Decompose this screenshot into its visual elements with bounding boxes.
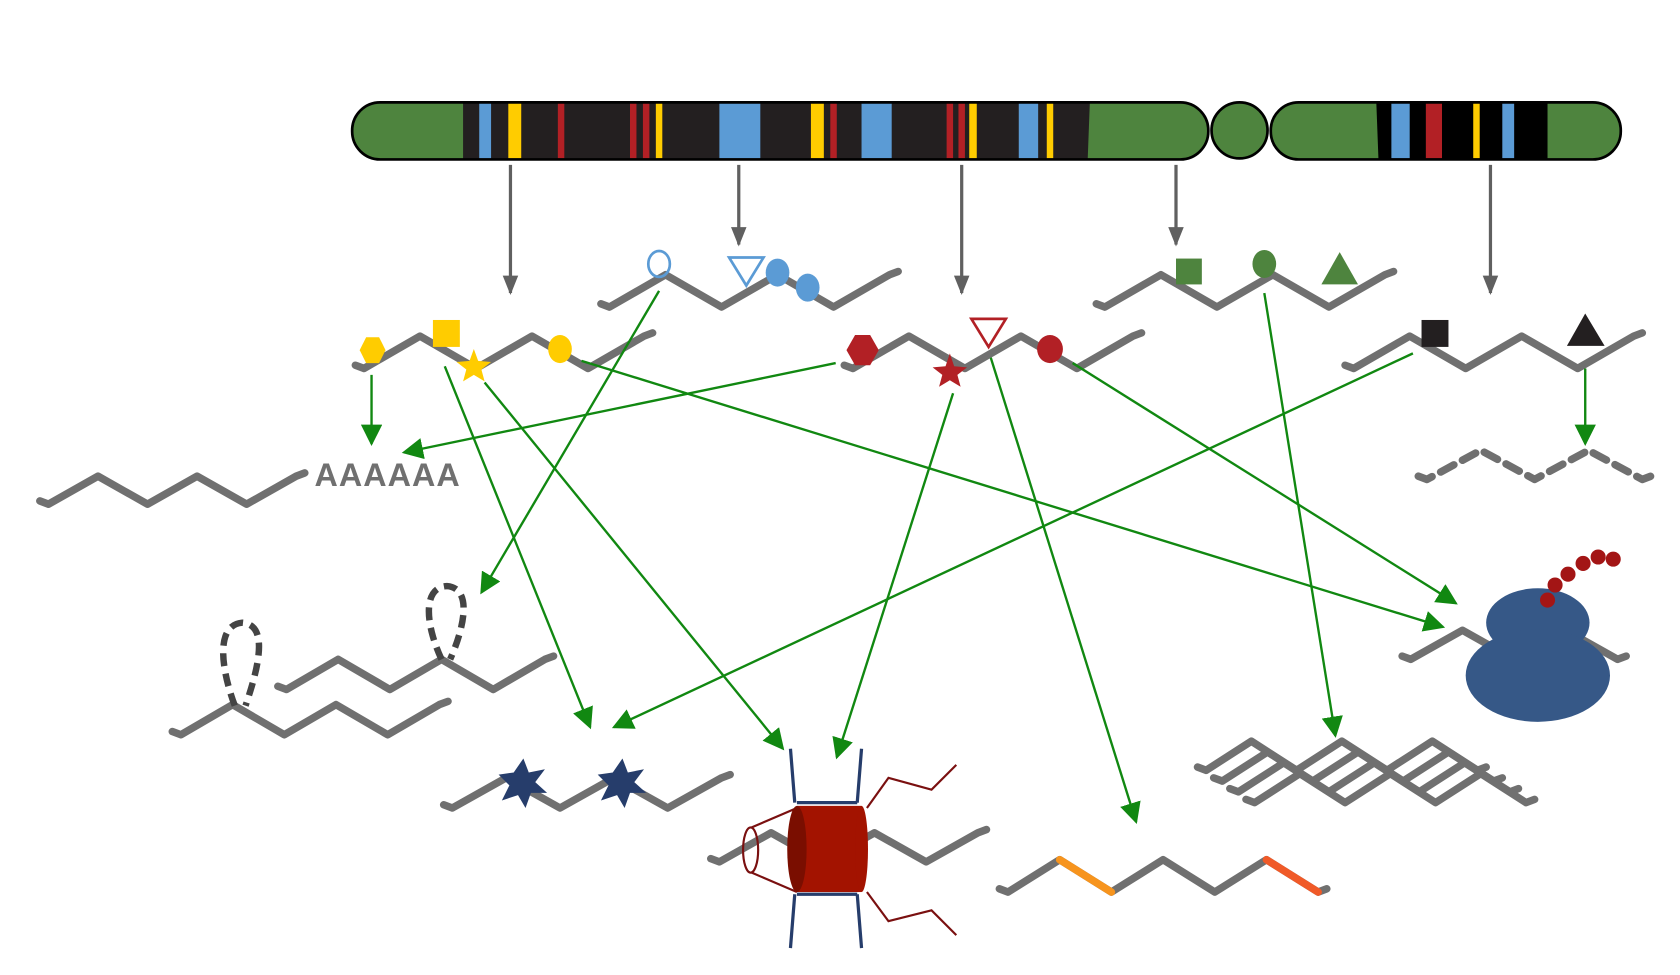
orange-segment xyxy=(1055,855,1116,896)
stem-loops xyxy=(220,582,467,707)
chromosome-band xyxy=(630,103,637,159)
cylinder-body xyxy=(796,805,862,893)
rna-strand xyxy=(168,697,452,739)
red-modifications xyxy=(846,317,1063,387)
process-arrow xyxy=(989,357,1141,825)
open-triangle-mark xyxy=(968,317,1009,350)
ribosome xyxy=(1465,549,1621,722)
oval-mark xyxy=(548,335,572,364)
chromosome-band xyxy=(557,103,565,159)
oval-mark xyxy=(795,273,820,302)
oval-mark xyxy=(1252,249,1277,278)
square-mark xyxy=(1421,319,1449,347)
oval-mark xyxy=(765,258,790,287)
chromosome-band xyxy=(1502,103,1515,159)
process-arrow xyxy=(1071,362,1458,605)
chromosome-band xyxy=(642,103,650,159)
chromosome-left-end xyxy=(1087,102,1209,160)
chromosome-band xyxy=(1391,103,1410,159)
yellow-modifications xyxy=(359,319,572,382)
open-circle-mark xyxy=(646,249,672,279)
chromosome-band xyxy=(946,103,954,159)
stem-loop xyxy=(425,582,467,661)
rna-strand xyxy=(439,770,734,812)
chromosome xyxy=(350,101,1623,161)
rna-strand xyxy=(274,652,558,694)
rna-strand xyxy=(1092,267,1398,311)
transcription-arrows xyxy=(502,164,1499,295)
process-arrow xyxy=(401,361,836,460)
black-modifications xyxy=(1421,313,1605,347)
chromosome-band xyxy=(508,103,522,159)
chromosome-band xyxy=(479,103,492,159)
process-arrow xyxy=(832,392,955,760)
triangle-mark xyxy=(1321,252,1358,285)
chromosome-band xyxy=(719,103,761,159)
rna-strand xyxy=(597,267,902,311)
protein-complex xyxy=(741,748,958,949)
chromosome-band xyxy=(830,103,837,159)
star-mark xyxy=(932,353,968,387)
hexagon-mark xyxy=(846,335,879,366)
polya-tail: AAAAAA xyxy=(314,457,460,493)
square-mark xyxy=(432,319,460,347)
rna-strand xyxy=(1414,446,1655,484)
chromosome-left-arm xyxy=(352,102,1209,160)
process-arrow xyxy=(581,359,1446,632)
process-arrow xyxy=(1263,292,1343,738)
hexagon-mark xyxy=(359,337,386,364)
chromosome-left-tip xyxy=(351,102,464,160)
nascent-peptide xyxy=(1540,549,1621,608)
process-arrow xyxy=(611,352,1414,729)
green-modifications xyxy=(1176,249,1358,285)
oval-mark xyxy=(1037,335,1063,364)
open-triangle-mark xyxy=(726,256,766,289)
process-arrow xyxy=(443,365,593,730)
chromosome-band xyxy=(1018,103,1039,159)
chromosome-band xyxy=(958,103,965,159)
chromosome-band xyxy=(969,103,977,159)
stem-loop xyxy=(220,619,263,707)
ribosome-large-subunit xyxy=(1465,629,1610,722)
triangle-mark xyxy=(1566,313,1605,346)
centromere xyxy=(1210,101,1269,160)
star-mark xyxy=(597,758,647,809)
chromosome-band xyxy=(861,103,892,159)
rna-strand xyxy=(1242,769,1539,807)
chromosome-band xyxy=(810,103,824,159)
chromosome-band xyxy=(655,103,663,159)
process-arrow xyxy=(483,381,785,751)
chromosome-bands xyxy=(479,103,1054,159)
rna-strand xyxy=(1341,329,1647,373)
process-arrows xyxy=(360,290,1596,825)
star-mark xyxy=(456,349,492,382)
rna-strand xyxy=(36,469,309,508)
process-arrow xyxy=(480,290,661,595)
chromosome-band xyxy=(1046,103,1054,159)
rna-strand xyxy=(351,329,657,373)
chromosome-band xyxy=(1425,103,1442,159)
chromosome-band xyxy=(1473,103,1480,159)
square-mark xyxy=(1176,258,1202,285)
orange-segment xyxy=(1262,855,1322,896)
rna-strands xyxy=(36,267,1655,896)
star-mark xyxy=(498,758,548,809)
blue-modifications xyxy=(646,249,820,302)
navy-star-marks xyxy=(498,758,647,809)
